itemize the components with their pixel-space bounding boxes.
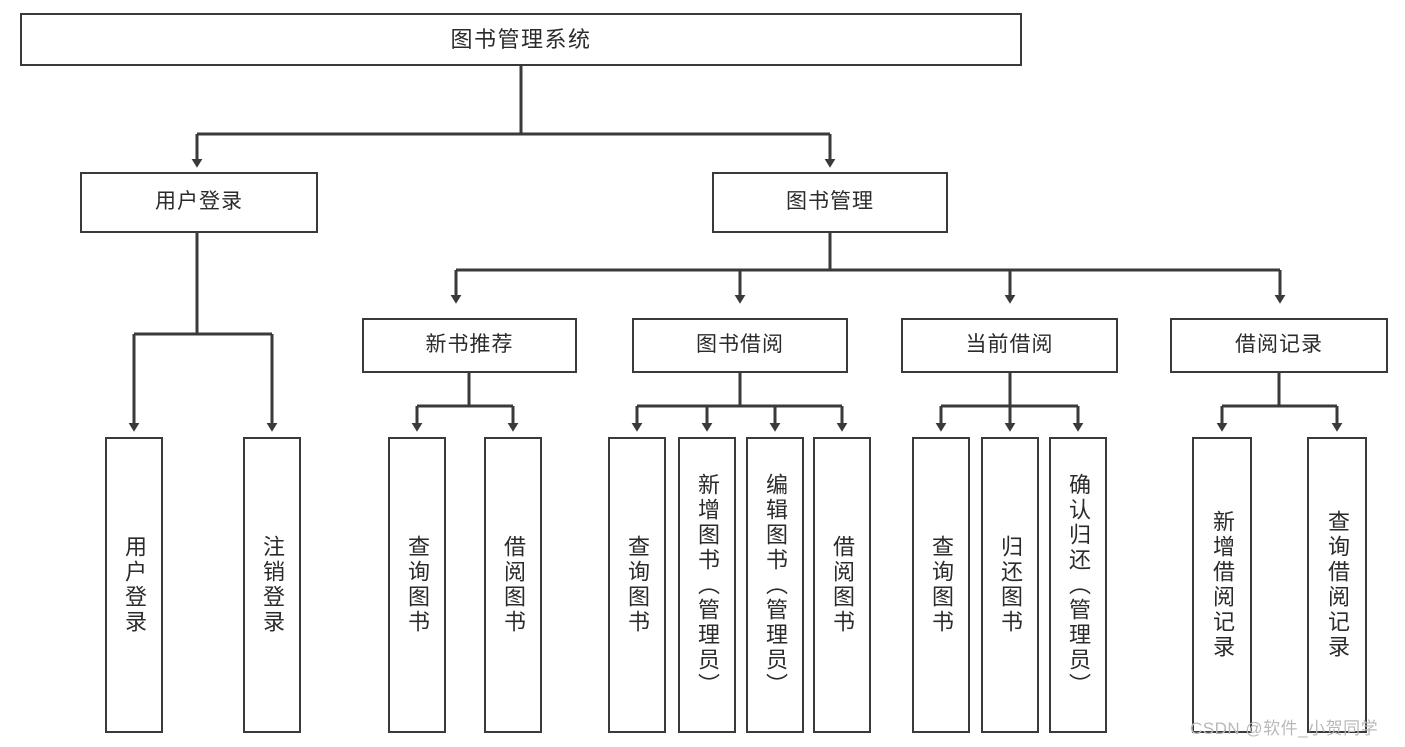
node-current-borrow[interactable]: 当前借阅 xyxy=(901,318,1118,373)
node-leaf-user-login[interactable]: 用户登录 xyxy=(105,437,163,733)
node-leaf-confirm-return[interactable]: 确认归还（管理员） xyxy=(1049,437,1107,733)
node-label: 图书管理系统 xyxy=(450,26,592,52)
node-label: 用户登录 xyxy=(122,535,147,635)
node-label: 借阅记录 xyxy=(1235,333,1323,357)
node-user-login[interactable]: 用户登录 xyxy=(80,172,318,233)
node-leaf-query-book-3[interactable]: 查询图书 xyxy=(912,437,970,733)
csdn-watermark: CSDN @软件_小贺同学 xyxy=(1190,719,1379,738)
node-label: 查询图书 xyxy=(405,535,430,635)
node-book-borrow[interactable]: 图书借阅 xyxy=(632,318,848,373)
node-leaf-query-record[interactable]: 查询借阅记录 xyxy=(1307,437,1367,733)
node-leaf-add-book[interactable]: 新增图书（管理员） xyxy=(678,437,736,733)
node-leaf-query-book-1[interactable]: 查询图书 xyxy=(388,437,446,733)
node-label: 查询图书 xyxy=(625,535,650,635)
node-book-management[interactable]: 图书管理 xyxy=(712,172,948,233)
node-root-system[interactable]: 图书管理系统 xyxy=(20,13,1022,66)
node-label: 查询图书 xyxy=(929,535,954,635)
node-leaf-borrow-book-1[interactable]: 借阅图书 xyxy=(484,437,542,733)
node-label: 编辑图书（管理员） xyxy=(763,472,788,698)
node-leaf-user-logout[interactable]: 注销登录 xyxy=(243,437,301,733)
node-leaf-add-record[interactable]: 新增借阅记录 xyxy=(1192,437,1252,733)
node-leaf-borrow-book-2[interactable]: 借阅图书 xyxy=(813,437,871,733)
node-label: 新增图书（管理员） xyxy=(695,472,720,698)
node-new-book-recommend[interactable]: 新书推荐 xyxy=(362,318,577,373)
node-label: 借阅图书 xyxy=(501,535,526,635)
node-label: 用户登录 xyxy=(155,190,243,214)
node-label: 当前借阅 xyxy=(965,333,1054,357)
node-borrow-record[interactable]: 借阅记录 xyxy=(1170,318,1388,373)
node-label: 注销登录 xyxy=(260,535,285,635)
node-label: 图书借阅 xyxy=(696,333,784,357)
node-label: 新增借阅记录 xyxy=(1210,510,1235,660)
node-leaf-return-book[interactable]: 归还图书 xyxy=(981,437,1039,733)
node-leaf-edit-book[interactable]: 编辑图书（管理员） xyxy=(746,437,804,733)
node-label: 图书管理 xyxy=(786,190,874,214)
node-label: 查询借阅记录 xyxy=(1325,510,1350,660)
node-leaf-query-book-2[interactable]: 查询图书 xyxy=(608,437,666,733)
node-label: 确认归还（管理员） xyxy=(1066,472,1091,698)
node-label: 借阅图书 xyxy=(830,535,855,635)
node-label: 归还图书 xyxy=(998,535,1023,635)
node-label: 新书推荐 xyxy=(425,333,514,357)
